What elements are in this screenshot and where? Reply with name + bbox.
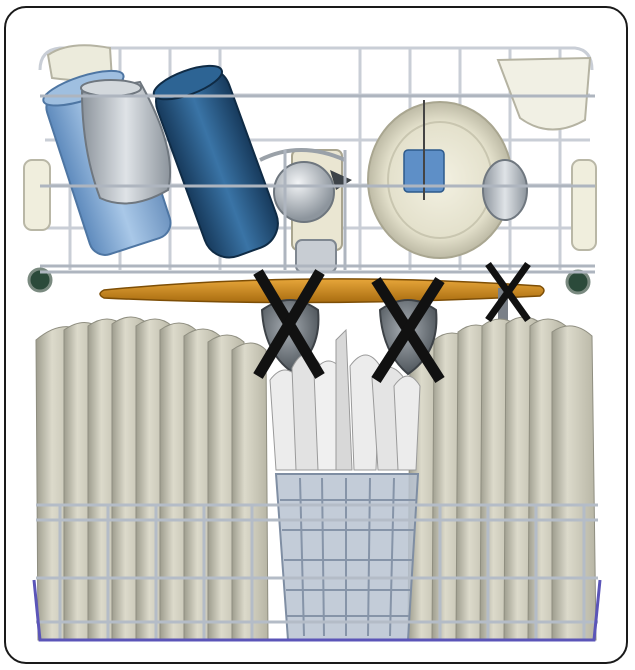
upper-rack xyxy=(24,45,596,293)
lower-plates-left xyxy=(36,317,268,640)
gray-cup-right xyxy=(483,160,527,220)
cutlery-basket xyxy=(276,474,418,640)
white-cup-top-right xyxy=(498,58,590,130)
